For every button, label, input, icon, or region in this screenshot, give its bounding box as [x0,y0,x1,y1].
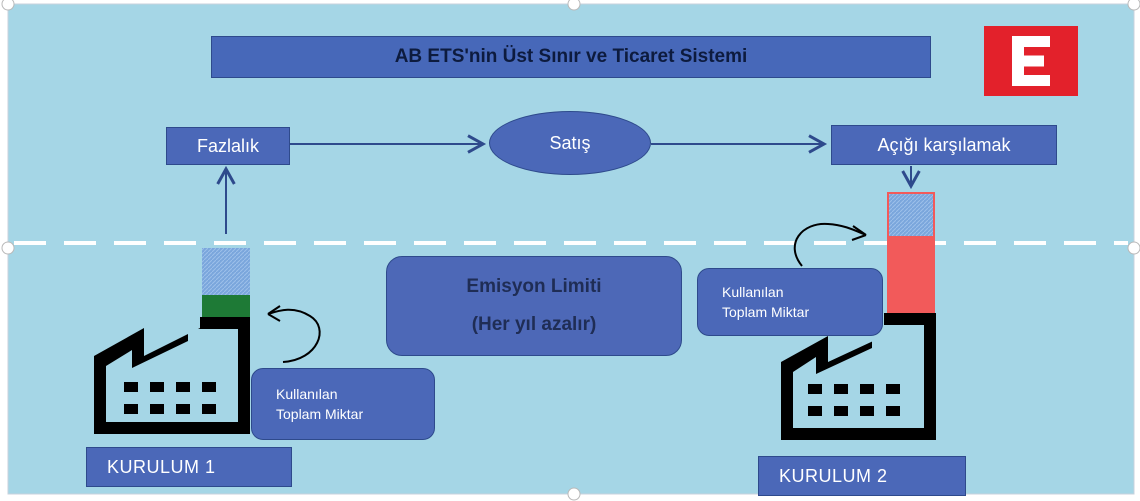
used-allowance-bar-1 [202,295,250,317]
installation-2-label: KURULUM 2 [758,456,966,496]
deficit-bar-2 [887,240,935,313]
curved-arrow-2-head [851,225,867,241]
curved-arrow-2 [793,222,867,267]
sale-ellipse: Satış [489,111,651,175]
emission-limit-line2: (Her yıl azalır) [471,314,597,335]
cover-deficit-box: Açığı karşılamak [831,125,1057,165]
curved-arrow-1 [267,308,321,363]
surplus-box: Fazlalık [166,127,290,165]
purchased-allowance-bar-2 [889,194,933,236]
resize-handle-top-left[interactable] [1,0,15,11]
resize-handle-right[interactable] [1127,241,1140,255]
resize-handle-left[interactable] [1,241,15,255]
used-total-label-1: Kullanılan Toplam Miktar [251,368,435,440]
resize-handle-top-right[interactable] [1127,0,1140,11]
emission-limit-box: Emisyon Limiti (Her yıl azalır) [386,256,682,356]
resize-handle-bottom[interactable] [567,487,581,501]
curved-arrow-1-head [267,305,281,322]
factory-icon-1 [94,317,250,434]
emission-limit-line1: Emisyon Limiti [466,276,602,297]
resize-handle-top[interactable] [567,0,581,11]
brand-logo [984,26,1078,96]
factory-icon-2 [781,313,936,440]
used-total-label-2-line2: Toplam Miktar [722,304,810,320]
surplus-allowance-bar-1 [202,248,250,295]
diagram-title: AB ETS'nin Üst Sınır ve Ticaret Sistemi [211,36,931,78]
used-total-label-1-line1: Kullanılan [276,386,338,402]
installation-1-label: KURULUM 1 [86,447,292,487]
used-total-label-1-line2: Toplam Miktar [276,406,364,422]
used-total-label-2: Kullanılan Toplam Miktar [697,268,883,336]
used-total-label-2-line1: Kullanılan [722,284,784,300]
